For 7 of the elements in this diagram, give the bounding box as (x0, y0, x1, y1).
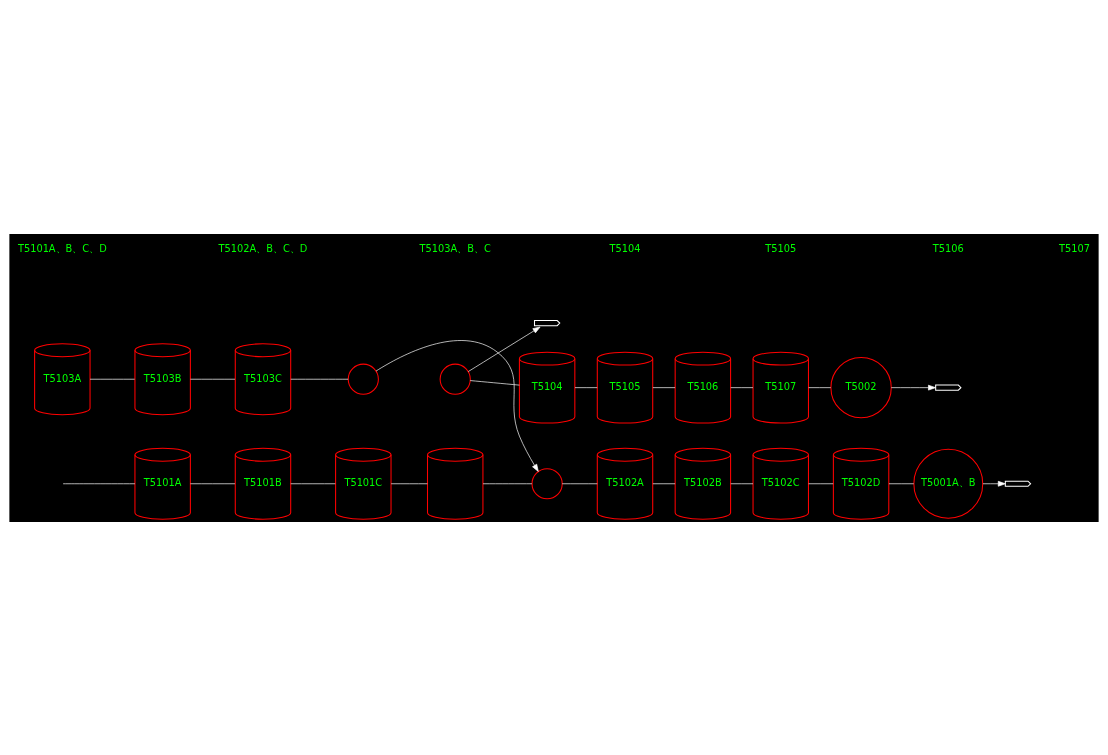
label: T5101A、B、C、D (17, 242, 107, 254)
label: T5102A、B、C、D (218, 242, 308, 254)
label: T5104 (609, 242, 641, 254)
label: T5106 (932, 242, 964, 254)
label: T5107 (1058, 242, 1090, 254)
label: T5103A、B、C (419, 242, 491, 254)
label: T5105 (765, 242, 797, 254)
